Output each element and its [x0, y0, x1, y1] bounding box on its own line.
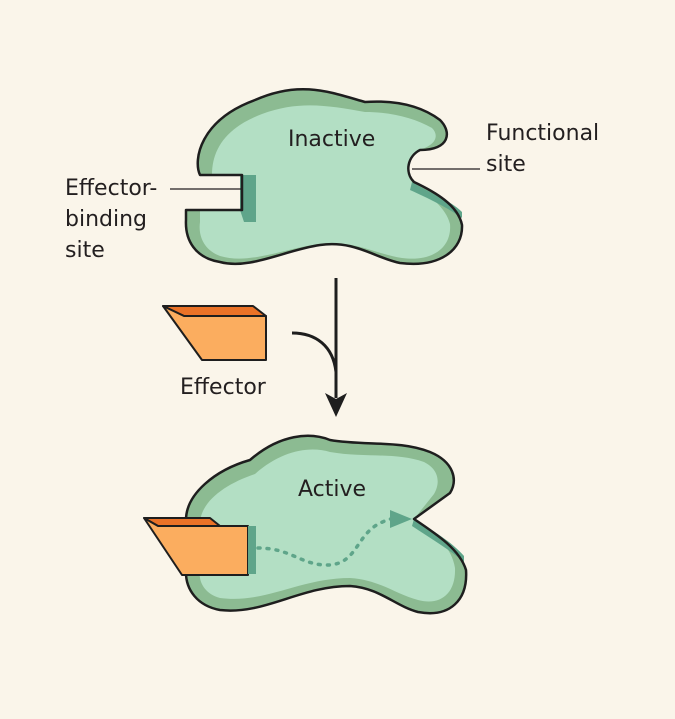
inactive-protein-outline — [184, 87, 464, 266]
bound-effector-front-face — [143, 517, 249, 576]
binding-site-rim — [240, 175, 256, 222]
signal-arrowhead — [390, 510, 412, 528]
active-protein — [184, 434, 468, 615]
effector-front-face — [162, 305, 267, 361]
inactive-protein-body — [199, 105, 451, 259]
active-protein-body — [199, 449, 456, 602]
active-functional-site-rim — [412, 519, 464, 562]
binding-curve-arrow — [291, 331, 338, 373]
transition-arrowhead — [325, 393, 347, 417]
inactive-label: Inactive — [288, 127, 376, 152]
effector-binding-site-label: Effector- binding site — [65, 176, 158, 263]
functional-site-rim — [410, 182, 462, 218]
active-protein-outline — [184, 434, 468, 615]
bound-site-rim — [248, 526, 256, 574]
inactive-protein — [184, 87, 464, 266]
bound-effector-molecule — [143, 517, 256, 576]
signal-dotted-path — [256, 516, 400, 567]
active-label: Active — [298, 477, 367, 502]
effector-label: Effector — [180, 375, 266, 400]
effector-molecule — [162, 305, 267, 361]
functional-site-label: Functional site — [486, 121, 600, 177]
